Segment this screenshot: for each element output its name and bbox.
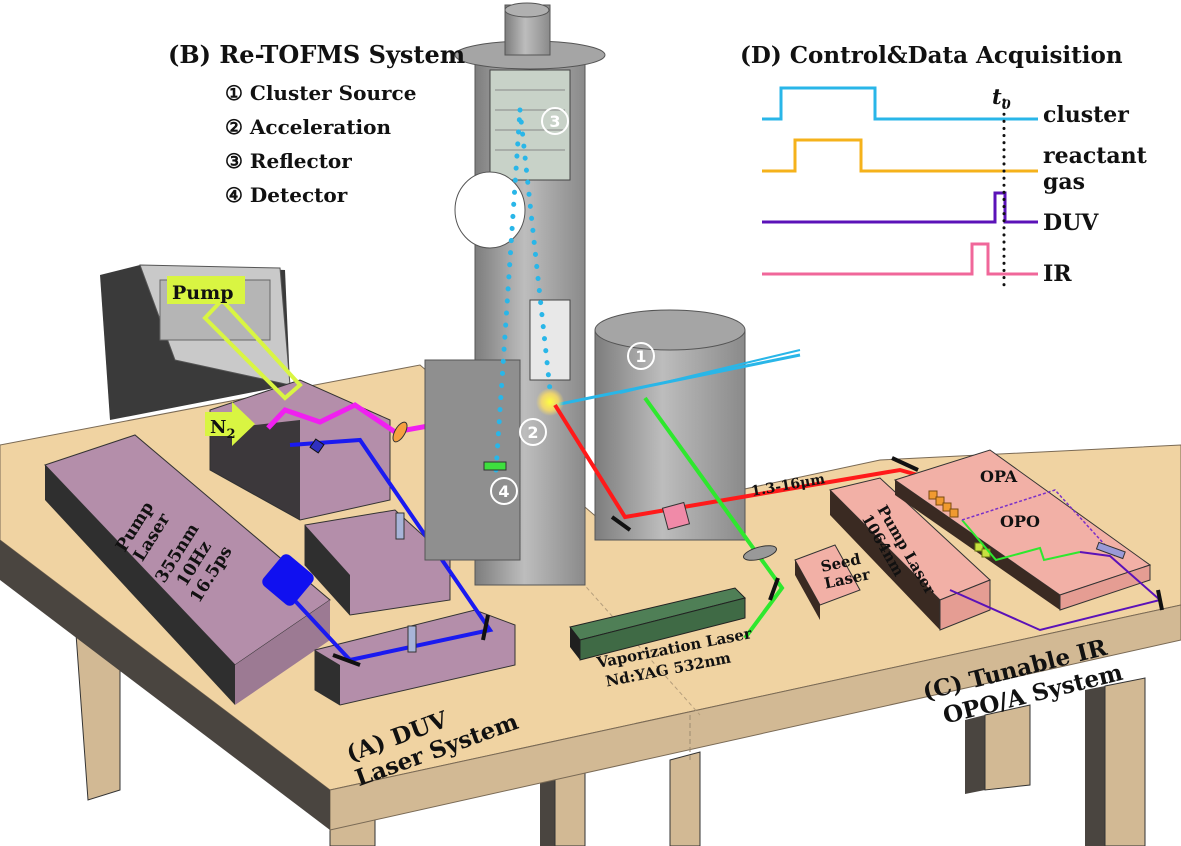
marker-detector: 4 xyxy=(490,477,518,505)
duv-laser-system xyxy=(44,276,546,706)
prism xyxy=(309,438,325,454)
table-leg xyxy=(1104,677,1146,846)
signal-label-reactant: reactant xyxy=(1043,143,1148,169)
waveplate xyxy=(395,512,405,540)
table-leg xyxy=(1085,686,1105,846)
lens xyxy=(392,421,408,443)
table-left-edge xyxy=(0,540,330,830)
opo-output-mirror xyxy=(1095,541,1126,560)
legend-item-acceleration: ② Acceleration xyxy=(225,115,391,139)
marker-reflector: 3 xyxy=(541,107,569,135)
svg-text:4: 4 xyxy=(498,482,509,501)
legend-item-detector: ④ Detector xyxy=(225,183,348,207)
signal-cluster xyxy=(762,86,1038,121)
ion-path xyxy=(517,107,553,393)
timing-diagram: t0 cluster reactant gas DUV IR xyxy=(762,84,1148,287)
svg-text:2: 2 xyxy=(527,423,538,442)
mirror xyxy=(610,515,632,532)
section-d-title: (D) Control&Data Acquisition xyxy=(740,42,1123,69)
t0-label: t0 xyxy=(992,84,1011,113)
pump-tag-bg xyxy=(167,276,245,304)
legend-item-cluster-source: ① Cluster Source xyxy=(225,81,416,105)
table-leg xyxy=(965,715,985,794)
signal-ir xyxy=(762,242,1038,276)
opo-label: OPO xyxy=(1000,512,1040,531)
viewport xyxy=(454,171,526,249)
signal-label-duv: DUV xyxy=(1043,210,1099,236)
table-leg xyxy=(554,767,586,846)
mirror xyxy=(768,577,780,601)
pump-arrow xyxy=(202,297,303,401)
signal-label-gas: gas xyxy=(1043,169,1085,195)
table-leg xyxy=(669,751,701,846)
mirror xyxy=(891,456,919,472)
mirror xyxy=(481,614,490,641)
ion-path xyxy=(493,107,523,473)
marker-cluster-source: 1 xyxy=(627,342,655,370)
vaporization-beam xyxy=(643,396,785,640)
duv-source-head xyxy=(262,554,314,606)
signal-label-cluster: cluster xyxy=(1043,102,1129,128)
svg-text:3: 3 xyxy=(549,112,560,131)
pump-tag: Pump xyxy=(172,282,234,304)
n2-raman-beam xyxy=(266,402,546,435)
detector-plate xyxy=(483,461,507,471)
opa-label: OPA xyxy=(980,467,1018,486)
signal-label-ir: IR xyxy=(1043,261,1072,287)
reflector-stack xyxy=(489,69,571,181)
signal-duv xyxy=(762,191,1038,224)
opo-system xyxy=(794,449,1164,632)
marker-acceleration: 2 xyxy=(519,418,547,446)
mirror xyxy=(332,653,361,667)
legend-item-reflector: ③ Reflector xyxy=(225,149,352,173)
signal-reactant-gas xyxy=(762,138,1038,173)
opo-idler-path xyxy=(961,489,1116,557)
table-leg xyxy=(984,704,1031,791)
vaporization-laser xyxy=(569,587,746,661)
opo-green-path xyxy=(961,519,1081,562)
tofms-system: 3 1 2 4 xyxy=(424,2,972,640)
waveplate xyxy=(407,625,417,653)
n2-arrow xyxy=(205,402,255,446)
section-b-title: (B) Re-TOFMS System xyxy=(168,40,465,69)
mirror xyxy=(1156,589,1164,611)
focus-lens xyxy=(743,545,777,561)
ir-prism xyxy=(661,501,691,531)
n2-tag: N2 xyxy=(210,417,236,442)
seed-laser-box xyxy=(794,544,861,606)
svg-text:1: 1 xyxy=(635,347,646,366)
section-b-legend: ① Cluster Source ② Acceleration ③ Reflec… xyxy=(225,81,416,207)
duv-beam xyxy=(283,437,494,663)
table-leg xyxy=(540,775,555,846)
